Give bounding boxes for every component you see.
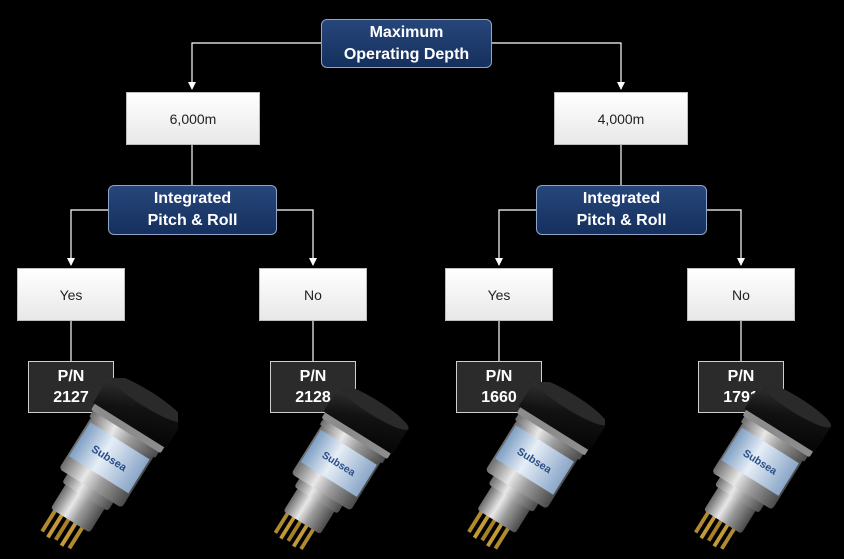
depth-label: 6,000m xyxy=(169,110,217,127)
connector-decision-right-no xyxy=(706,209,745,266)
pn-label: P/N xyxy=(485,368,513,385)
root-line-1: Maximum xyxy=(369,23,444,41)
decision-node-left: Integrated Pitch & Roll xyxy=(108,185,277,235)
pn-number: 2128 xyxy=(295,389,331,406)
answer-node-yes-4000: Yes xyxy=(445,268,553,321)
root-node: Maximum Operating Depth xyxy=(321,19,492,68)
decision-line-1: Integrated xyxy=(153,190,232,207)
depth-label: 4,000m xyxy=(597,110,645,127)
sensor-image xyxy=(455,382,605,559)
sensor-image xyxy=(28,378,178,559)
connector-root-left xyxy=(188,42,322,90)
connector-decision-left-no xyxy=(276,209,317,266)
pn-label: P/N xyxy=(299,368,327,385)
part-number-2128: P/N 2128 xyxy=(270,361,356,413)
pn-number: 2127 xyxy=(53,389,89,406)
connector-decision-left-yes xyxy=(67,209,109,266)
connector-decision-right-yes xyxy=(495,209,537,266)
answer-label: Yes xyxy=(59,286,83,303)
connector-root-right xyxy=(491,42,625,90)
pn-label: P/N xyxy=(727,368,755,385)
pn-number: 1660 xyxy=(481,389,517,406)
answer-node-no-6000: No xyxy=(259,268,367,321)
root-line-2: Operating Depth xyxy=(343,45,470,63)
sensor-image xyxy=(262,388,412,559)
decision-node-right: Integrated Pitch & Roll xyxy=(536,185,707,235)
decision-line-2: Pitch & Roll xyxy=(147,212,238,229)
depth-node-4000: 4,000m xyxy=(554,92,688,145)
answer-label: No xyxy=(732,286,750,303)
decision-line-2: Pitch & Roll xyxy=(576,212,667,229)
answer-label: No xyxy=(304,286,322,303)
pn-label: P/N xyxy=(57,368,85,385)
answer-node-yes-6000: Yes xyxy=(17,268,125,321)
sensor-image xyxy=(682,385,832,559)
depth-node-6000: 6,000m xyxy=(126,92,260,145)
decision-line-1: Integrated xyxy=(582,190,661,207)
answer-label: Yes xyxy=(487,286,511,303)
answer-node-no-4000: No xyxy=(687,268,795,321)
